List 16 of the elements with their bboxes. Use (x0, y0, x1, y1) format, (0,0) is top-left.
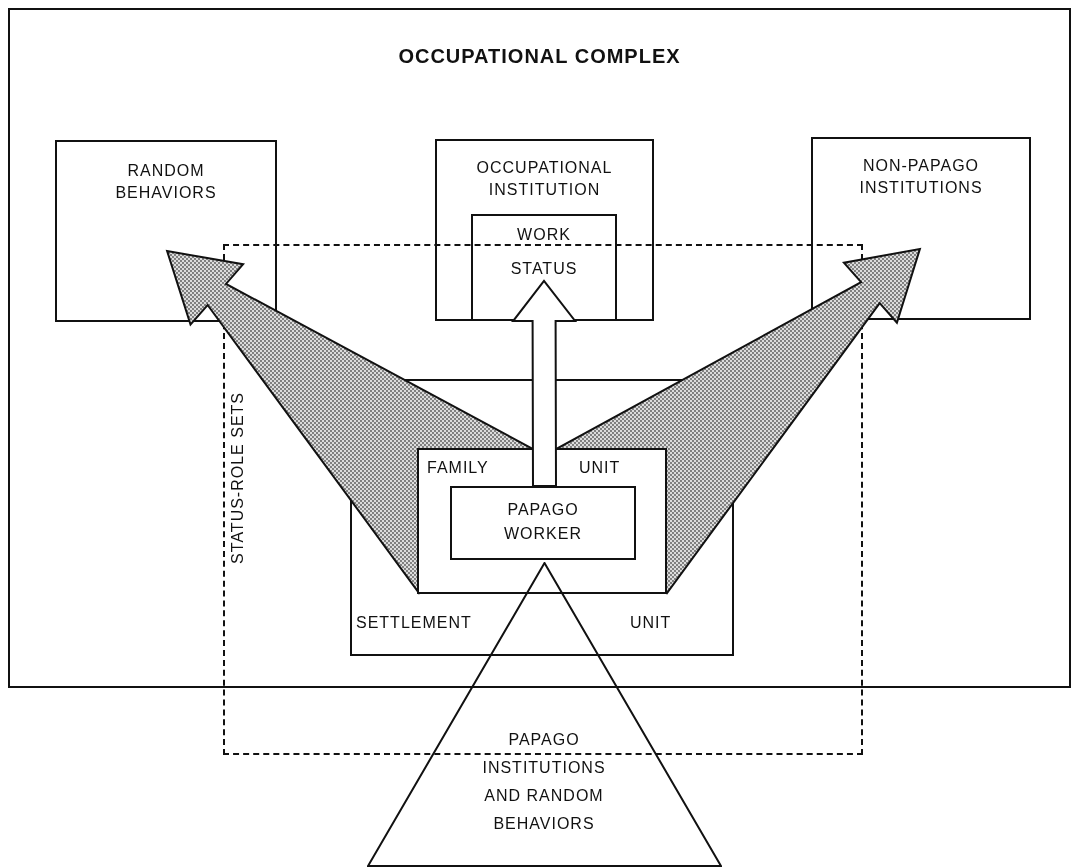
node-label: RANDOM BEHAVIORS (114, 161, 218, 203)
node-label: PAPAGO WORKER (503, 500, 583, 544)
node-label: OCCUPATIONAL INSTITUTION (475, 158, 614, 200)
node-label: FAMILY (427, 458, 489, 478)
node-label: UNIT (630, 613, 672, 633)
shaded-arrow (554, 247, 922, 595)
node-label: SETTLEMENT (356, 613, 472, 633)
vertical-label: STATUS-ROLE SETS (228, 392, 247, 564)
node-label: NON-PAPAGO INSTITUTIONS (858, 156, 984, 198)
outlined-box (450, 486, 636, 560)
box-title: OCCUPATIONAL COMPLEX (397, 44, 682, 68)
node-label: PAPAGO INSTITUTIONS AND RANDOM BEHAVIORS (481, 730, 607, 834)
outlined-box (417, 448, 667, 594)
node-label: UNIT (579, 458, 621, 478)
block-arrow (511, 279, 578, 487)
node-label: WORK STATUS (509, 225, 579, 279)
